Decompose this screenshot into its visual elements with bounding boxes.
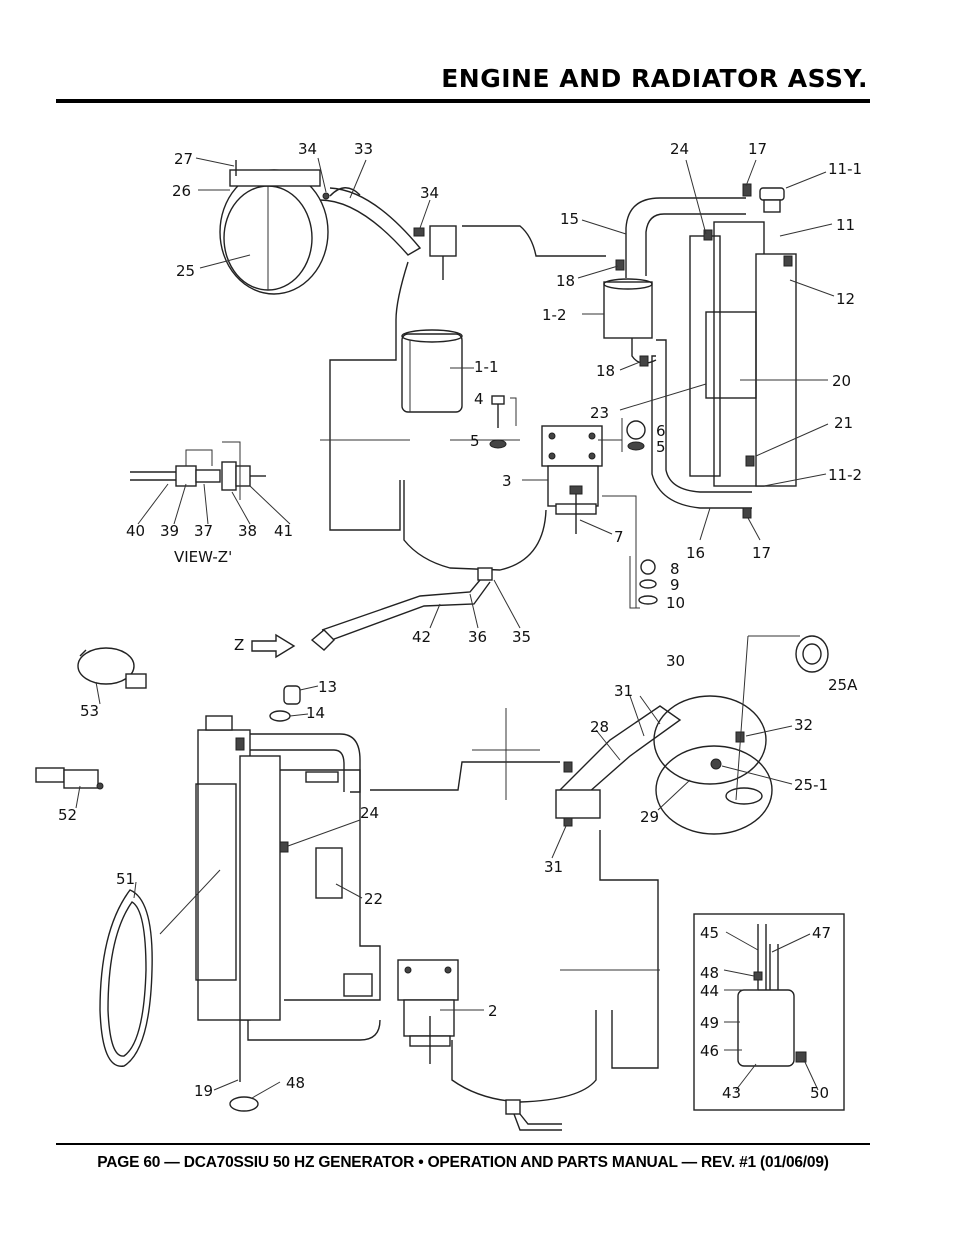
callout-34: 34 xyxy=(420,184,439,202)
drain-hose-42 xyxy=(251,567,493,659)
view-z-label: VIEW-Z' xyxy=(174,548,232,566)
callout-11: 11 xyxy=(836,216,855,234)
callout-4: 4 xyxy=(474,390,484,408)
sensor-53 xyxy=(77,647,147,689)
callout-46: 46 xyxy=(700,1042,719,1060)
callout-51: 51 xyxy=(116,870,135,888)
z-arrow-label: Z xyxy=(234,636,244,654)
callout-25: 25 xyxy=(176,262,195,280)
callout-19: 19 xyxy=(194,1082,213,1100)
engine-block-top xyxy=(320,225,657,571)
page-title: ENGINE AND RADIATOR ASSY. xyxy=(441,64,868,93)
callout-31: 31 xyxy=(544,858,563,876)
callout-37: 37 xyxy=(194,522,213,540)
callout-22: 22 xyxy=(364,890,383,908)
callout-45: 45 xyxy=(700,924,719,942)
callout-10: 10 xyxy=(666,594,685,612)
callout-21: 21 xyxy=(834,414,853,432)
callout-17: 17 xyxy=(752,544,771,562)
engine-block-bottom xyxy=(370,708,660,1131)
reserve-tank xyxy=(693,913,845,1111)
callout-9: 9 xyxy=(670,576,680,594)
callout-11-2: 11-2 xyxy=(828,466,862,484)
engine-mount-2 xyxy=(397,959,459,1064)
callout-50: 50 xyxy=(810,1084,829,1102)
callout-23: 23 xyxy=(590,404,609,422)
radiator-bottom xyxy=(195,715,381,1112)
air-cleaner-bottom xyxy=(555,635,829,835)
fan-belt-51 xyxy=(99,889,153,1067)
callout-48: 48 xyxy=(700,964,719,982)
callout-16: 16 xyxy=(686,544,705,562)
callout-17: 17 xyxy=(748,140,767,158)
callout-5: 5 xyxy=(470,432,480,450)
callout-2: 2 xyxy=(488,1002,498,1020)
callout-39: 39 xyxy=(160,522,179,540)
radiator-top xyxy=(615,183,797,519)
callout-25a: 25A xyxy=(828,676,858,694)
callout-41: 41 xyxy=(274,522,293,540)
footer-rule xyxy=(56,1143,870,1145)
callout-32: 32 xyxy=(794,716,813,734)
callout-5: 5 xyxy=(656,438,666,456)
callout-25-1: 25-1 xyxy=(794,776,828,794)
callout-31: 31 xyxy=(614,682,633,700)
callout-52: 52 xyxy=(58,806,77,824)
air-cleaner-drawing xyxy=(219,160,457,295)
callout-34: 34 xyxy=(298,140,317,158)
callout-3: 3 xyxy=(502,472,512,490)
callout-18: 18 xyxy=(596,362,615,380)
callout-35: 35 xyxy=(512,628,531,646)
callout-27: 27 xyxy=(174,150,193,168)
callout-42: 42 xyxy=(412,628,431,646)
callout-28: 28 xyxy=(590,718,609,736)
callout-1-2: 1-2 xyxy=(542,306,567,324)
leader-lines xyxy=(75,157,835,1099)
view-z-fittings xyxy=(130,441,266,500)
callout-24: 24 xyxy=(670,140,689,158)
callout-12: 12 xyxy=(836,290,855,308)
sensor-52 xyxy=(35,767,104,790)
callout-48: 48 xyxy=(286,1074,305,1092)
callout-24: 24 xyxy=(360,804,379,822)
callout-40: 40 xyxy=(126,522,145,540)
callout-7: 7 xyxy=(614,528,624,546)
callout-43: 43 xyxy=(722,1084,741,1102)
callout-36: 36 xyxy=(468,628,487,646)
header-rule xyxy=(56,99,870,103)
callout-6: 6 xyxy=(656,422,666,440)
callout-30: 30 xyxy=(666,652,685,670)
callout-20: 20 xyxy=(832,372,851,390)
callout-11-1: 11-1 xyxy=(828,160,862,178)
callout-8: 8 xyxy=(670,560,680,578)
callout-26: 26 xyxy=(172,182,191,200)
callout-18: 18 xyxy=(556,272,575,290)
callout-44: 44 xyxy=(700,982,719,1000)
callout-47: 47 xyxy=(812,924,831,942)
callout-29: 29 xyxy=(640,808,659,826)
callout-14: 14 xyxy=(306,704,325,722)
callout-33: 33 xyxy=(354,140,373,158)
page-footer: PAGE 60 — DCA70SSIU 50 HZ GENERATOR • OP… xyxy=(97,1154,829,1171)
callout-38: 38 xyxy=(238,522,257,540)
callout-53: 53 xyxy=(80,702,99,720)
engine-mount-3 xyxy=(489,395,658,609)
callout-1-1: 1-1 xyxy=(474,358,499,376)
callout-15: 15 xyxy=(560,210,579,228)
callout-13: 13 xyxy=(318,678,337,696)
callout-49: 49 xyxy=(700,1014,719,1032)
